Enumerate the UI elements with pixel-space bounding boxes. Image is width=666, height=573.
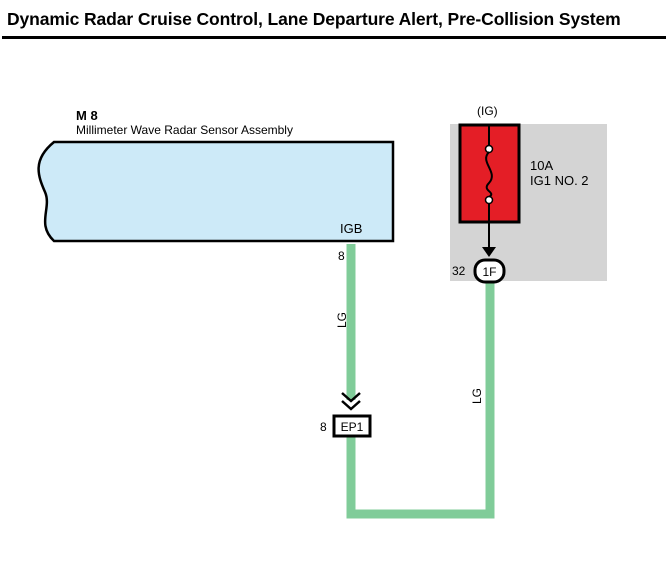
splice-connector-label: EP1 xyxy=(341,420,364,434)
component-pin: 8 xyxy=(338,249,345,263)
component-name: Millimeter Wave Radar Sensor Assembly xyxy=(76,123,293,137)
page-title: Dynamic Radar Cruise Control, Lane Depar… xyxy=(7,9,621,29)
splice-chevron-icon xyxy=(341,392,361,411)
terminal-label: IGB xyxy=(340,221,362,236)
radar-sensor-body[interactable] xyxy=(37,140,395,243)
fuse-icon xyxy=(484,125,494,222)
wire-color-left: LG xyxy=(335,312,349,328)
component-id: M 8 xyxy=(76,108,98,123)
fuse-rating: 10A xyxy=(530,158,553,173)
splice-pin: 8 xyxy=(320,420,327,434)
power-connector-pin: 32 xyxy=(452,264,466,278)
connector-arrow-icon xyxy=(482,247,496,257)
power-connector-label: 1F xyxy=(482,265,496,279)
wire-harness xyxy=(346,244,495,519)
fuse-name: IG1 NO. 2 xyxy=(530,173,589,188)
ignition-label: (IG) xyxy=(477,104,498,118)
connector-ep1[interactable] xyxy=(332,414,372,438)
connector-1f[interactable] xyxy=(473,258,506,284)
wire-lg-bottom xyxy=(346,283,495,519)
wire-color-right: LG xyxy=(470,388,484,404)
title-underline xyxy=(2,36,666,39)
